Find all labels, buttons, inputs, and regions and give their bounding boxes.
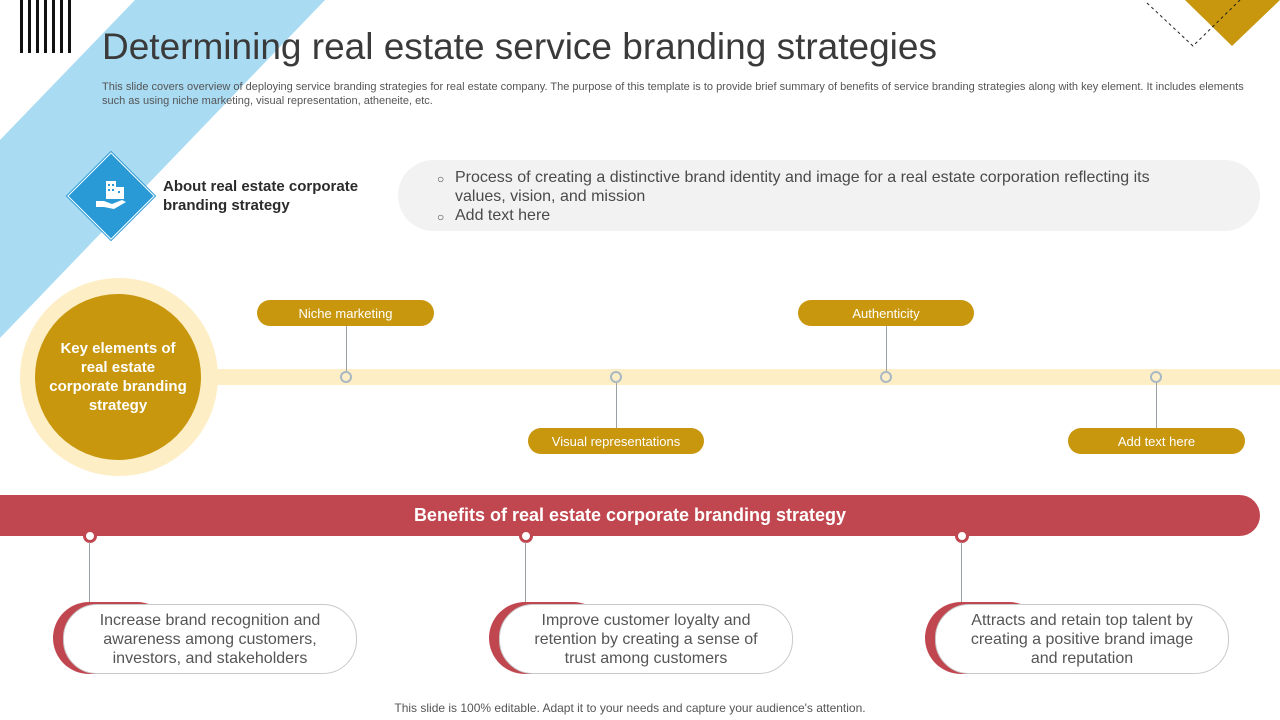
- timeline-dot: [1150, 371, 1162, 383]
- about-description-box: [398, 160, 1260, 231]
- key-elements-timeline-bar: [200, 369, 1280, 385]
- dashed-triangle-outline: [1146, 0, 1241, 47]
- footer-note: This slide is 100% editable. Adapt it to…: [394, 701, 866, 715]
- about-point: ○ Add text here: [437, 206, 1197, 227]
- page-title: Determining real estate service branding…: [102, 26, 937, 67]
- timeline-dot: [880, 371, 892, 383]
- page-subtitle: This slide covers overview of deploying …: [102, 81, 1244, 107]
- about-heading: About real estate corporate branding str…: [163, 178, 359, 214]
- key-elements-center-label: Key elements of real estate corporate br…: [49, 340, 187, 414]
- benefits-heading: Benefits of real estate corporate brandi…: [413, 505, 847, 525]
- benefit-card: Attracts and retain top talent by creati…: [935, 604, 1229, 674]
- about-point-text: Add text here: [455, 207, 551, 224]
- benefit-dot: [83, 529, 97, 543]
- about-point: ○ Process of creating a distinctive bran…: [437, 168, 1197, 206]
- connector-line: [1156, 383, 1157, 428]
- benefit-text: Increase brand recognition and awareness…: [99, 611, 321, 667]
- key-elements-center-circle: Key elements of real estate corporate br…: [35, 294, 201, 460]
- key-element-pill: Add text here: [1068, 428, 1245, 454]
- benefit-connector-line: [961, 542, 962, 604]
- benefit-dot: [955, 529, 969, 543]
- key-element-pill: Authenticity: [798, 300, 974, 326]
- about-point-text: Process of creating a distinctive brand …: [455, 169, 1150, 205]
- benefit-card: Improve customer loyalty and retention b…: [499, 604, 793, 674]
- hand-building-icon: [84, 167, 140, 223]
- stripes-decoration: [20, 0, 71, 53]
- benefit-connector-line: [89, 542, 90, 604]
- circle-bullet-icon: ○: [437, 172, 445, 186]
- connector-line: [616, 383, 617, 428]
- benefit-card: Increase brand recognition and awareness…: [63, 604, 357, 674]
- key-element-pill: Niche marketing: [257, 300, 434, 326]
- gold-triangle: [1185, 0, 1280, 46]
- about-points-list: ○ Process of creating a distinctive bran…: [437, 168, 1197, 227]
- timeline-dot: [340, 371, 352, 383]
- benefit-dot: [519, 529, 533, 543]
- circle-bullet-icon: ○: [437, 210, 445, 224]
- connector-line: [346, 326, 347, 372]
- benefit-text: Attracts and retain top talent by creati…: [970, 611, 1194, 667]
- key-element-pill: Visual representations: [528, 428, 704, 454]
- connector-line: [886, 326, 887, 372]
- benefit-connector-line: [525, 542, 526, 604]
- benefit-text: Improve customer loyalty and retention b…: [534, 611, 758, 667]
- benefits-heading-bar: Benefits of real estate corporate brandi…: [0, 495, 1260, 536]
- timeline-dot: [610, 371, 622, 383]
